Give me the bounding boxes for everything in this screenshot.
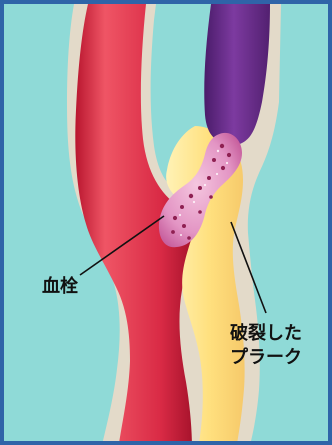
thrombus-label: 血栓 <box>42 275 78 299</box>
blood-vessel-diagram <box>4 4 332 445</box>
ruptured-plaque-label-line1: 破裂した <box>230 322 302 346</box>
ruptured-plaque-label: 破裂した プラーク <box>230 322 302 370</box>
ruptured-plaque-label-line2: プラーク <box>230 346 302 370</box>
